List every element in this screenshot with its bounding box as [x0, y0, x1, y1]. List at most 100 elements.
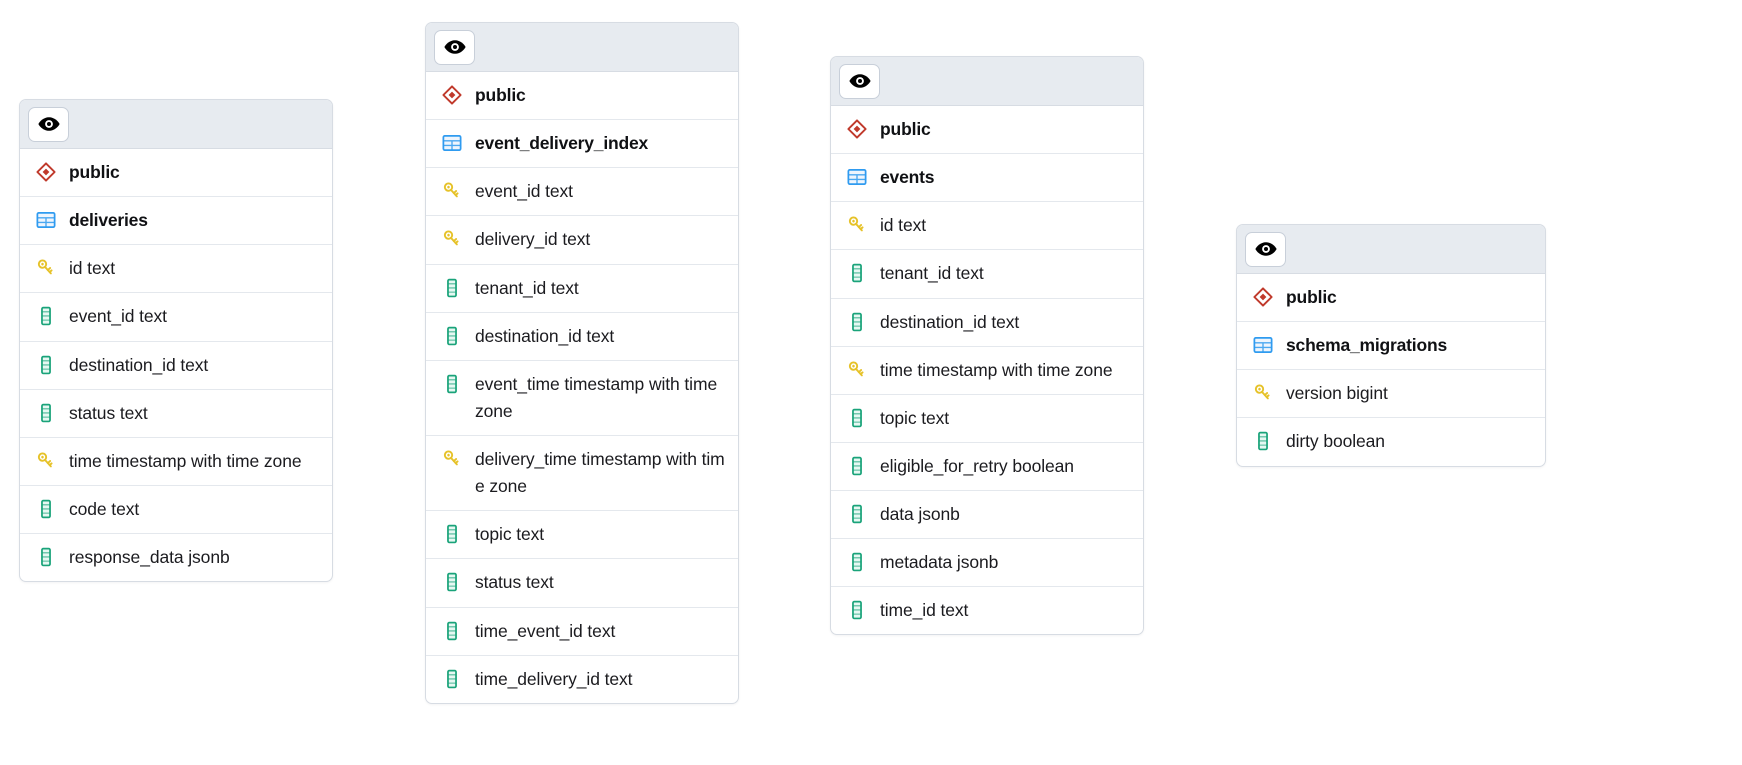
column-row[interactable]: tenant_id text	[426, 265, 738, 313]
row-label: public	[475, 85, 526, 105]
primary-key-column-row[interactable]: delivery_id text	[426, 216, 738, 265]
row-label: public	[69, 162, 120, 182]
row-label: delivery_time timestamp with time zone	[475, 449, 725, 497]
primary-key-column-row[interactable]: time timestamp with time zone	[831, 347, 1143, 395]
column-row[interactable]: event_time timestamp with time zone	[426, 361, 738, 436]
column-icon	[845, 598, 869, 622]
primary-key-column-row[interactable]: event_id text	[426, 168, 738, 217]
row-label: status text	[475, 572, 554, 593]
row-label: time_delivery_id text	[475, 668, 633, 689]
visibility-toggle-button[interactable]	[1245, 231, 1286, 267]
row-label: time timestamp with time zone	[69, 450, 302, 471]
row-label: event_id text	[475, 181, 573, 202]
row-label: public	[1286, 287, 1337, 307]
column-row[interactable]: code text	[20, 486, 332, 534]
table-card-event_delivery_index[interactable]: public event_delivery_index event_id text d…	[425, 22, 739, 704]
column-row[interactable]: time_id text	[831, 587, 1143, 634]
column-row[interactable]: topic text	[831, 395, 1143, 443]
row-label: tenant_id text	[475, 277, 579, 298]
column-icon	[34, 545, 58, 569]
column-icon	[1251, 429, 1275, 453]
column-row[interactable]: event_id text	[20, 293, 332, 342]
visibility-toggle-button[interactable]	[434, 29, 475, 65]
table-name-row[interactable]: deliveries	[20, 197, 332, 246]
schema-row[interactable]: public	[1237, 274, 1545, 323]
visibility-toggle-button[interactable]	[28, 106, 69, 142]
row-label: delivery_id text	[475, 229, 591, 250]
column-icon	[440, 522, 464, 546]
key-icon	[845, 358, 869, 382]
schema-diamond-icon	[1251, 285, 1275, 309]
column-icon	[845, 454, 869, 478]
schema-diamond-icon	[34, 160, 58, 184]
table-grid-icon	[440, 131, 464, 155]
row-label: data jsonb	[880, 504, 960, 524]
column-row[interactable]: tenant_id text	[831, 250, 1143, 299]
schema-row[interactable]: public	[831, 106, 1143, 155]
row-label: event_id text	[69, 306, 167, 327]
column-icon	[440, 372, 464, 396]
column-row[interactable]: destination_id text	[20, 342, 332, 390]
column-row[interactable]: destination_id text	[426, 313, 738, 361]
primary-key-column-row[interactable]: delivery_time timestamp with time zone	[426, 436, 738, 512]
schema-diamond-icon	[845, 117, 869, 141]
row-label: status text	[69, 402, 148, 423]
row-label: event_time timestamp with time zone	[475, 373, 718, 421]
table-grid-icon	[1251, 333, 1275, 357]
column-icon	[440, 619, 464, 643]
row-label: metadata jsonb	[880, 552, 999, 573]
column-row[interactable]: destination_id text	[831, 299, 1143, 347]
table-name-row[interactable]: events	[831, 154, 1143, 203]
key-icon	[440, 179, 464, 203]
column-row[interactable]: data jsonb	[831, 491, 1143, 540]
column-icon	[34, 401, 58, 425]
column-row[interactable]: eligible_for_retry boolean	[831, 443, 1143, 491]
row-label: eligible_for_retry boolean	[880, 455, 1074, 476]
row-label: event_delivery_index	[475, 133, 649, 154]
row-label: dirty boolean	[1286, 431, 1385, 452]
primary-key-column-row[interactable]: time timestamp with time zone	[20, 438, 332, 486]
primary-key-column-row[interactable]: id text	[831, 202, 1143, 251]
row-label: time_event_id text	[475, 620, 616, 641]
column-row[interactable]: metadata jsonb	[831, 539, 1143, 588]
row-label: id text	[880, 215, 926, 236]
column-row[interactable]: dirty boolean	[1237, 418, 1545, 465]
table-name-row[interactable]: event_delivery_index	[426, 120, 738, 169]
column-row[interactable]: time_delivery_id text	[426, 656, 738, 703]
key-icon	[34, 449, 58, 473]
primary-key-column-row[interactable]: version bigint	[1237, 370, 1545, 419]
column-icon	[440, 667, 464, 691]
primary-key-column-row[interactable]: id text	[20, 245, 332, 294]
key-icon	[34, 256, 58, 280]
card-header-deliveries	[20, 100, 332, 149]
column-icon	[845, 550, 869, 574]
column-icon	[845, 406, 869, 430]
column-row[interactable]: topic text	[426, 511, 738, 560]
visibility-toggle-button[interactable]	[839, 63, 880, 99]
column-row[interactable]: status text	[20, 390, 332, 438]
row-label: destination_id text	[880, 311, 1020, 332]
table-name-row[interactable]: schema_migrations	[1237, 322, 1545, 371]
row-label: public	[880, 119, 931, 139]
key-icon	[1251, 381, 1275, 405]
column-icon	[34, 304, 58, 328]
schema-row[interactable]: public	[426, 72, 738, 121]
eye-icon	[1254, 237, 1278, 261]
column-row[interactable]: response_data jsonb	[20, 534, 332, 581]
column-row[interactable]: status text	[426, 559, 738, 608]
column-row[interactable]: time_event_id text	[426, 608, 738, 656]
table-card-events[interactable]: public events id text tenant_id text destina…	[830, 56, 1144, 636]
row-label: destination_id text	[69, 354, 209, 375]
key-icon	[440, 447, 464, 471]
row-label: time_id text	[880, 600, 969, 621]
column-icon	[845, 502, 869, 526]
row-label: destination_id text	[475, 325, 615, 346]
key-icon	[440, 227, 464, 251]
row-label: response_data jsonb	[69, 547, 230, 567]
schema-row[interactable]: public	[20, 149, 332, 198]
column-icon	[845, 261, 869, 285]
eye-icon	[37, 112, 61, 136]
